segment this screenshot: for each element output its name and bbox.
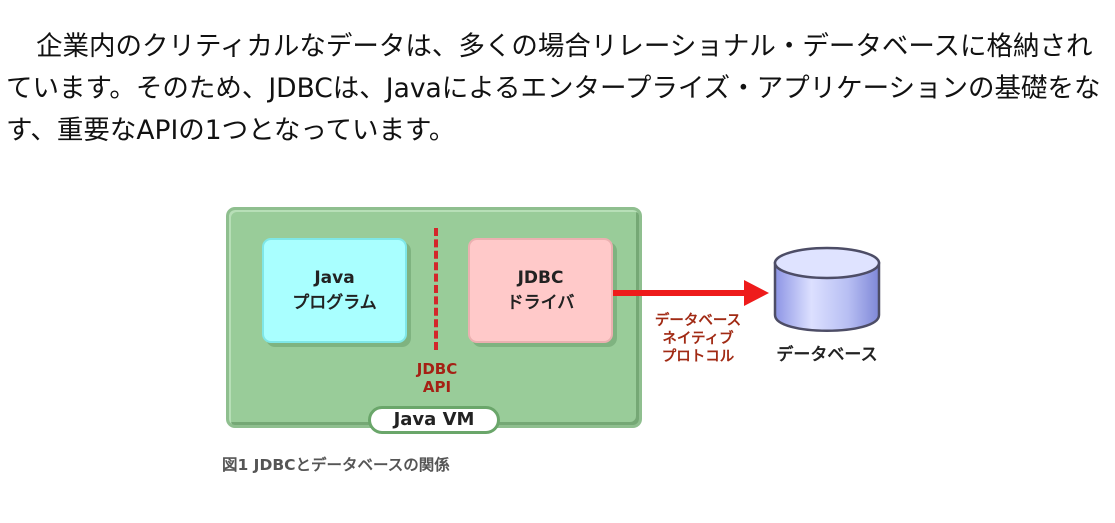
database-label: データベース xyxy=(776,345,878,365)
java-program-box: Java プログラム xyxy=(262,238,407,343)
native-protocol-label-line3: プロトコル xyxy=(661,349,735,365)
jdbc-api-label: JDBC API xyxy=(400,360,474,396)
jdbc-driver-label-line1: JDBC xyxy=(517,268,564,288)
java-program-label-line2: プログラム xyxy=(292,293,377,313)
jdbc-driver-label-line2: ドライバ xyxy=(506,293,575,313)
database-cylinder-icon xyxy=(773,246,881,332)
article-paragraph: 企業内のクリティカルなデータは、多くの場合リレーショナル・データベースに格納され… xyxy=(6,31,1101,146)
jdbc-api-label-line1: JDBC xyxy=(416,360,458,378)
java-program-label-line1: Java xyxy=(314,268,355,288)
native-protocol-label-line1: データベース xyxy=(654,313,742,329)
native-protocol-arrow-shaft xyxy=(613,290,747,296)
java-vm-label: Java VM xyxy=(368,406,500,434)
figure-caption: 図1 JDBCとデータベースの関係 xyxy=(222,456,450,474)
jdbc-api-label-line2: API xyxy=(422,378,452,396)
native-protocol-label-line2: ネイティブ xyxy=(662,331,734,347)
jdbc-driver-box: JDBC ドライバ xyxy=(468,238,613,343)
native-protocol-arrow-head xyxy=(744,280,769,306)
native-protocol-label: データベース ネイティブ プロトコル xyxy=(638,312,758,366)
jdbc-api-boundary-line xyxy=(434,228,438,350)
